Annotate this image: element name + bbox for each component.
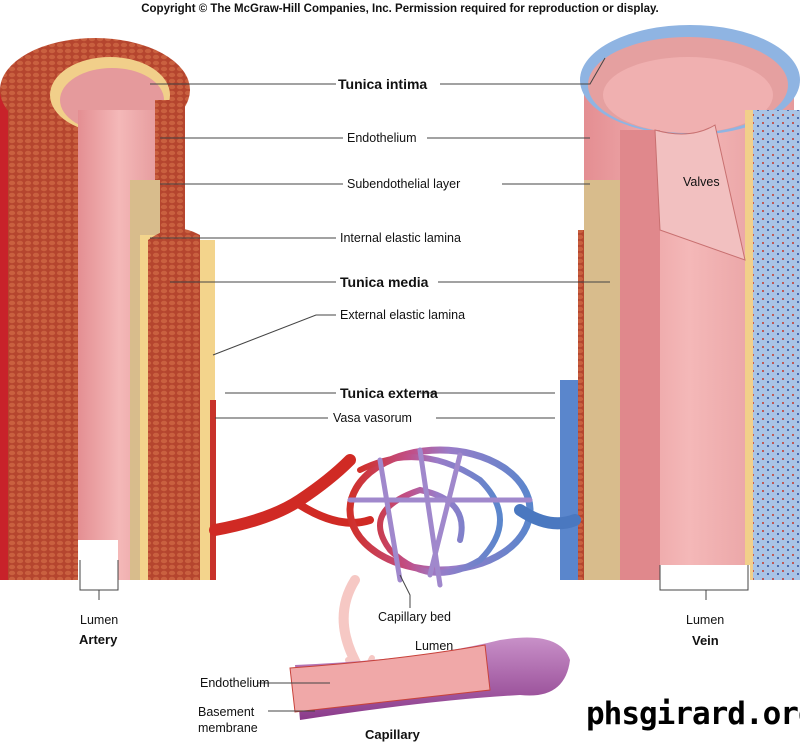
capillary-illustration bbox=[289, 637, 570, 720]
label-subendothelial-layer: Subendothelial layer bbox=[347, 177, 461, 191]
label-valves: Valves bbox=[683, 175, 720, 189]
artery-illustration bbox=[0, 38, 216, 581]
vein-illustration bbox=[560, 25, 800, 585]
copyright-notice: Copyright © The McGraw-Hill Companies, I… bbox=[141, 3, 659, 15]
label-capillary-bed: Capillary bed bbox=[378, 610, 451, 624]
label-tunica-intima: Tunica intima bbox=[338, 76, 428, 92]
label-endothelium: Endothelium bbox=[347, 131, 417, 145]
label-artery: Artery bbox=[79, 632, 118, 647]
label-artery-lumen: Lumen bbox=[80, 613, 119, 627]
label-tunica-externa: Tunica externa bbox=[340, 385, 438, 401]
label-tunica-media: Tunica media bbox=[340, 274, 429, 290]
label-basement-membrane-line2: membrane bbox=[198, 721, 258, 735]
label-basement-membrane-line1: Basement bbox=[198, 705, 255, 719]
watermark: phsgirard.org bbox=[586, 696, 800, 732]
label-vasa-vasorum: Vasa vasorum bbox=[333, 411, 412, 425]
label-external-elastic-lamina: External elastic lamina bbox=[340, 308, 466, 322]
label-internal-elastic-lamina: Internal elastic lamina bbox=[340, 231, 461, 245]
label-capillary: Capillary bbox=[365, 727, 420, 742]
leader-lines bbox=[79, 57, 749, 712]
label-vein-lumen: Lumen bbox=[686, 613, 725, 627]
label-capillary-lumen: Lumen bbox=[415, 639, 454, 653]
label-capillary-endothelium: Endothelium bbox=[200, 676, 270, 690]
label-vein: Vein bbox=[692, 633, 719, 648]
